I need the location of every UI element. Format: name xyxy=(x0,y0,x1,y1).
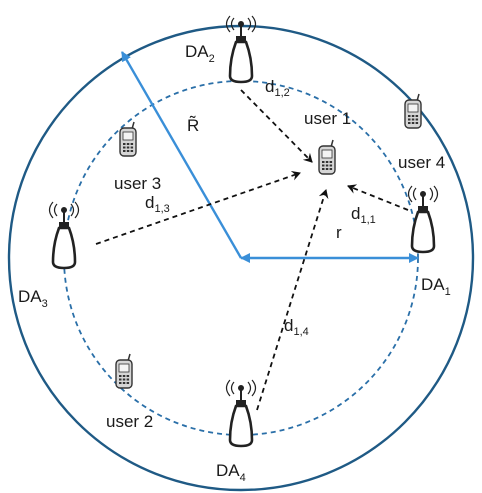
phone-icon-user1 xyxy=(318,139,336,175)
link-arrow-d13 xyxy=(95,170,301,245)
link-arrow-d14 xyxy=(256,189,329,411)
phone-icon-user2 xyxy=(115,353,133,389)
antenna-icon-da4 xyxy=(225,378,257,448)
cell-radius-label: R̃ xyxy=(187,115,199,135)
link-arrow-d12 xyxy=(240,89,313,163)
user-label-3: user 3 xyxy=(114,174,161,193)
user-label-2: user 2 xyxy=(106,412,153,431)
user-label-4: user 4 xyxy=(398,153,445,172)
user-label-1: user 1 xyxy=(304,109,351,128)
distance-label-d13: d1,3 xyxy=(145,193,170,215)
antenna-label-da4: DA4 xyxy=(216,461,246,484)
antenna-radius-label: r xyxy=(336,223,342,242)
antenna-icon-da3 xyxy=(48,200,80,270)
link-arrow-d11 xyxy=(347,184,409,211)
antenna-label-da2: DA2 xyxy=(185,42,215,65)
antenna-label-da1: DA1 xyxy=(421,275,451,298)
antenna-label-da3: DA3 xyxy=(18,287,48,310)
cell-radius-arrow xyxy=(120,51,243,259)
distance-label-d12: d1,2 xyxy=(265,77,290,99)
distance-label-d14: d1,4 xyxy=(284,316,309,338)
phone-icon-user4 xyxy=(404,93,422,129)
distance-label-d11: d1,1 xyxy=(351,204,376,226)
